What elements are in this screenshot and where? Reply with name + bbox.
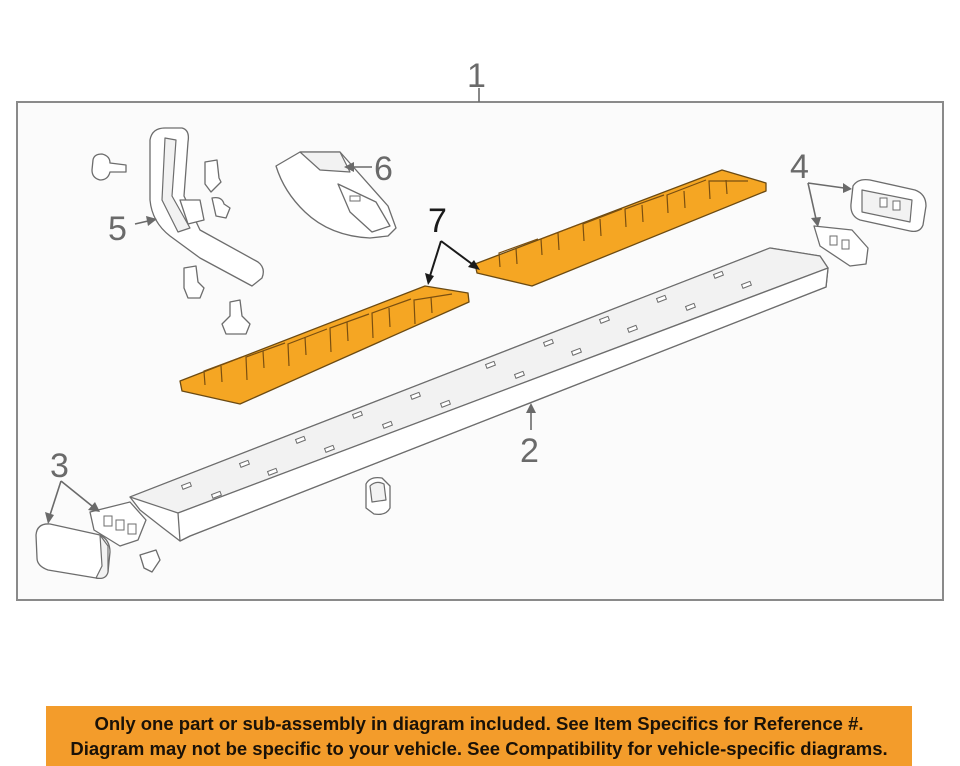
callout-7-leader-b bbox=[440, 240, 473, 265]
callout-4-leader-b bbox=[807, 182, 817, 220]
disclaimer-banner: Only one part or sub-assembly in diagram… bbox=[46, 706, 912, 766]
callout-5: 5 bbox=[108, 210, 127, 248]
front-end-cap bbox=[35, 501, 161, 580]
bracket-cover bbox=[275, 151, 397, 239]
clip-bolt-mid bbox=[183, 265, 205, 299]
running-board bbox=[129, 247, 829, 542]
disclaimer-line-1: Only one part or sub-assembly in diagram… bbox=[94, 713, 864, 734]
nut-insert bbox=[365, 476, 391, 516]
callout-6: 6 bbox=[374, 150, 393, 188]
callout-3-leader-a bbox=[49, 480, 62, 516]
rear-end-cap bbox=[813, 178, 927, 267]
step-pad-rear bbox=[474, 169, 767, 287]
callout-3: 3 bbox=[50, 447, 69, 485]
callout-1: 1 bbox=[467, 57, 486, 95]
clip-bolt-lower bbox=[221, 299, 251, 335]
step-pad-front bbox=[179, 285, 470, 405]
running-board-slots bbox=[180, 270, 753, 499]
callout-2: 2 bbox=[520, 432, 539, 470]
disclaimer-line-2: Diagram may not be specific to your vehi… bbox=[70, 738, 888, 759]
bolt-top bbox=[91, 153, 127, 181]
callout-3-leader-b bbox=[60, 480, 93, 507]
callout-5-leader bbox=[134, 220, 149, 225]
mounting-bracket bbox=[149, 127, 264, 287]
callout-7-leader-a bbox=[429, 240, 442, 277]
callout-7: 7 bbox=[428, 202, 447, 240]
callout-4: 4 bbox=[790, 148, 809, 186]
callout-4-leader-a bbox=[807, 182, 845, 189]
